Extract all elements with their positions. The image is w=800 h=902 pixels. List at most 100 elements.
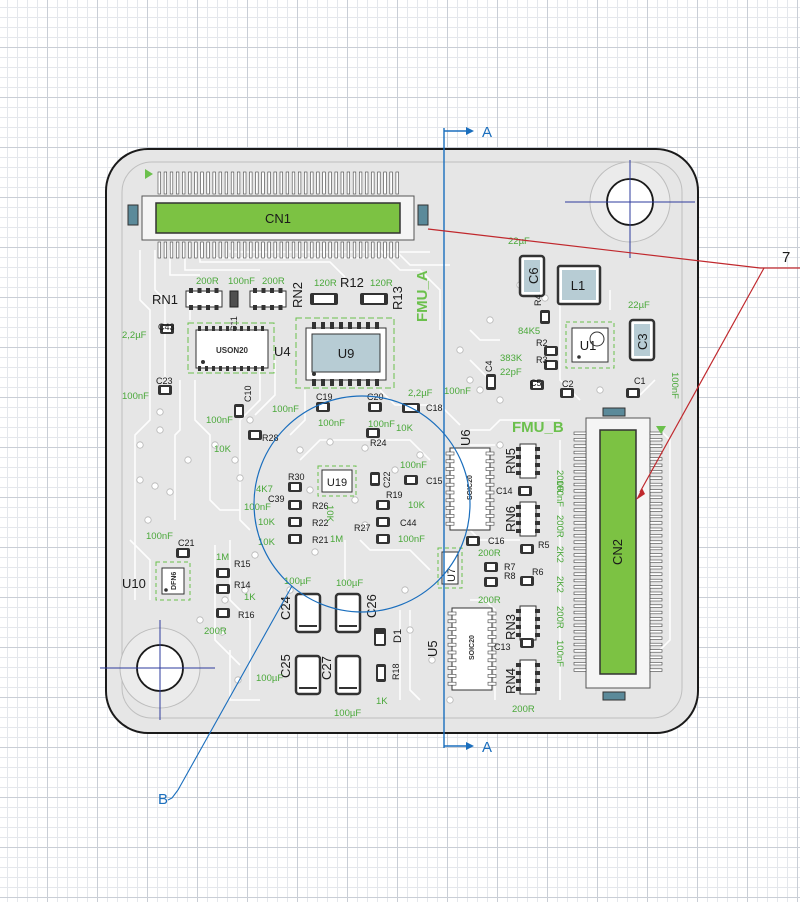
svg-text:10K: 10K (214, 444, 232, 455)
pin (339, 322, 343, 329)
rn1: RN1 200R (152, 276, 223, 310)
pin (182, 241, 186, 259)
pin (230, 241, 235, 259)
chip-u4: USON20 U4 (187, 322, 291, 374)
pin (328, 171, 332, 195)
svg-text:100nF: 100nF (554, 480, 565, 507)
pin (291, 171, 296, 195)
pin (357, 322, 361, 329)
svg-text:100nF: 100nF (206, 415, 233, 426)
pin (516, 463, 521, 467)
passives-left: C43 2,2µF C23 100nF C10 100nF R28 10K (122, 322, 279, 455)
svg-text:C6: C6 (526, 267, 541, 284)
pin (485, 521, 495, 526)
via-dots (136, 281, 604, 704)
resistor-network-body (519, 501, 537, 537)
section-label-a-bottom: A (482, 739, 492, 756)
cn1-label: CN1 (265, 211, 291, 226)
pin (176, 171, 180, 195)
pin (279, 241, 283, 259)
pin (389, 171, 393, 195)
pin (254, 366, 257, 371)
svg-text:22pF: 22pF (500, 367, 522, 378)
svg-text:200R: 200R (554, 515, 565, 538)
pin (535, 687, 540, 691)
pin (487, 642, 497, 647)
pin (163, 171, 168, 195)
pin (573, 476, 587, 480)
svg-text:10K: 10K (258, 537, 276, 548)
pin (212, 366, 215, 371)
pin (445, 482, 455, 487)
svg-text:R30: R30 (288, 472, 305, 482)
pin (447, 627, 457, 631)
pin (445, 451, 455, 456)
svg-text:100nF: 100nF (272, 404, 299, 415)
pin (206, 288, 210, 293)
pin (485, 498, 495, 503)
pin (649, 649, 663, 653)
pin (573, 489, 587, 493)
resistor-network-body (519, 659, 537, 695)
pin (535, 455, 540, 459)
pin (358, 171, 363, 195)
svg-text:2K2: 2K2 (554, 576, 565, 593)
svg-text:U7: U7 (446, 568, 458, 582)
svg-text:2,2µF: 2,2µF (408, 388, 433, 399)
pin (535, 671, 540, 675)
pin (214, 305, 219, 310)
svg-text:1M: 1M (330, 534, 343, 545)
pin (573, 572, 587, 576)
svg-text:RN1: RN1 (152, 292, 178, 307)
svg-text:C23: C23 (156, 376, 173, 386)
pin (375, 322, 379, 329)
pin (573, 668, 587, 672)
svg-text:R7: R7 (504, 562, 516, 572)
svg-text:C24: C24 (278, 596, 293, 620)
pin (573, 662, 587, 666)
pin (649, 572, 663, 576)
pin (334, 241, 338, 259)
pin (573, 495, 587, 499)
c11-body (229, 290, 239, 308)
pin (535, 471, 540, 475)
pin (649, 617, 663, 621)
detail-label-b: B (158, 791, 168, 808)
svg-text:100nF: 100nF (444, 386, 471, 397)
pin (200, 171, 204, 195)
svg-text:C15: C15 (426, 476, 443, 486)
svg-text:2,2µF: 2,2µF (122, 330, 147, 341)
pin (240, 326, 243, 331)
pin (516, 679, 521, 683)
svg-text:U5: U5 (425, 640, 440, 657)
pin (649, 668, 663, 672)
pin (189, 305, 193, 310)
pin (447, 619, 457, 624)
callout-7: 7 (427, 228, 800, 500)
pin (649, 559, 663, 563)
svg-text:C39: C39 (268, 494, 285, 504)
svg-text:C3: C3 (635, 333, 650, 350)
pin (573, 617, 587, 621)
pin (212, 326, 215, 331)
pin (224, 241, 229, 259)
pin (270, 288, 274, 293)
pin (261, 288, 266, 293)
pin (573, 521, 587, 525)
pin (649, 598, 663, 602)
pin (219, 366, 222, 371)
svg-text:R5: R5 (538, 540, 550, 550)
svg-text:C1: C1 (634, 376, 646, 386)
pin (254, 326, 257, 331)
pin (447, 635, 457, 639)
pin (352, 241, 357, 259)
r12: 120R R12 (310, 275, 364, 305)
pin (649, 636, 663, 640)
svg-text:R27: R27 (354, 523, 371, 533)
pin (516, 671, 521, 675)
pin (445, 490, 455, 495)
pin (487, 658, 497, 663)
callout-label-7: 7 (782, 249, 790, 266)
pin (445, 459, 455, 464)
pin (573, 642, 587, 647)
